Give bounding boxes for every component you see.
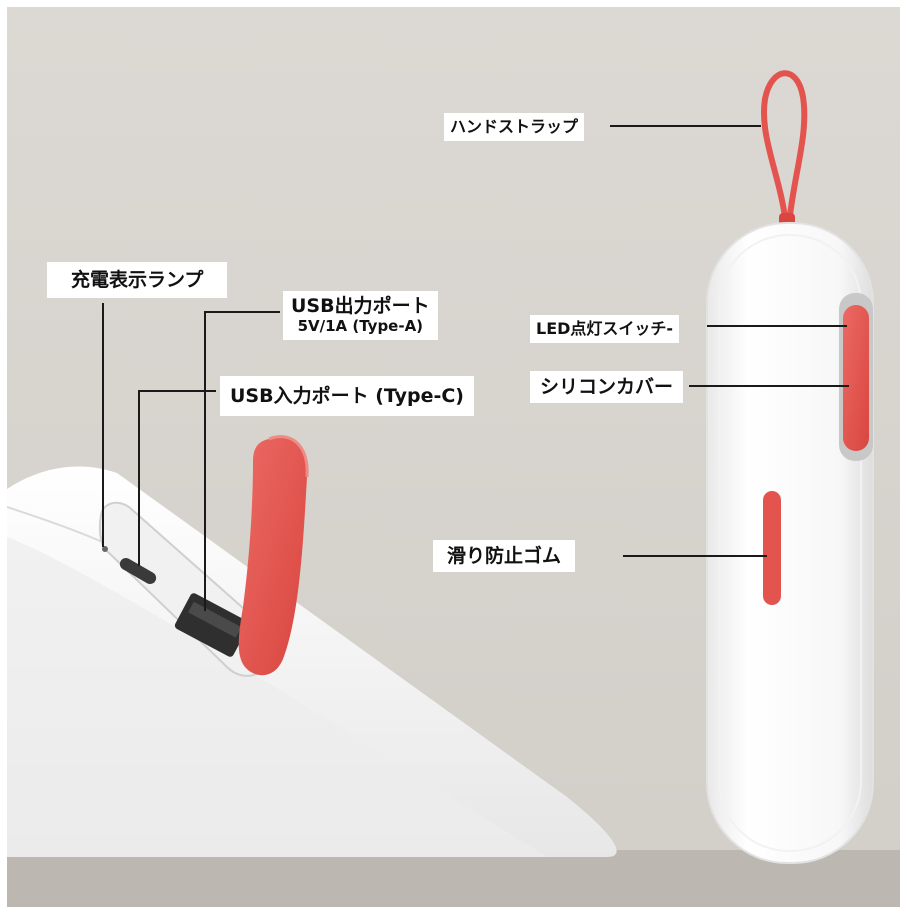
usb-a-port — [174, 593, 250, 657]
anti-slip-rubber — [763, 491, 781, 605]
label-hand-strap: ハンドストラップ — [444, 113, 585, 141]
silicone-cover-flap — [238, 436, 308, 676]
label-usb-output: USB出力ポート 5V/1A (Type-A) — [283, 291, 438, 340]
usb-output-spec: 5V/1A (Type-A) — [297, 317, 424, 335]
product-photo: ハンドストラップ 充電表示ランプ USB出力ポート 5V/1A (Type-A)… — [7, 7, 900, 907]
leader-anti-slip — [623, 555, 767, 557]
leader-usb-input-h — [138, 390, 216, 392]
charge-indicator-lamp — [102, 546, 108, 552]
leader-hand-strap — [610, 125, 761, 127]
leader-led-switch — [707, 325, 847, 327]
leader-usb-output-h — [204, 311, 280, 313]
floor — [7, 850, 900, 907]
silicone-cover — [843, 305, 869, 451]
device-side-view — [7, 435, 617, 857]
label-led-switch: LED点灯スイッチ- — [530, 315, 680, 343]
leader-usb-output-v — [204, 311, 206, 611]
label-usb-input: USB入力ポート (Type-C) — [220, 376, 474, 416]
usb-output-title: USB出力ポート — [291, 295, 430, 317]
leader-silicone-cover — [689, 385, 849, 387]
hand-strap — [761, 70, 808, 228]
label-silicone-cover: シリコンカバー — [530, 371, 684, 403]
label-anti-slip-rubber: 滑り防止ゴム — [433, 540, 576, 572]
leader-charge-indicator — [102, 303, 104, 547]
leader-usb-input-v — [138, 390, 140, 566]
product-illustration — [7, 7, 900, 907]
device-front-view — [706, 70, 874, 864]
label-charge-indicator: 充電表示ランプ — [47, 262, 228, 298]
usb-c-port — [119, 558, 157, 584]
